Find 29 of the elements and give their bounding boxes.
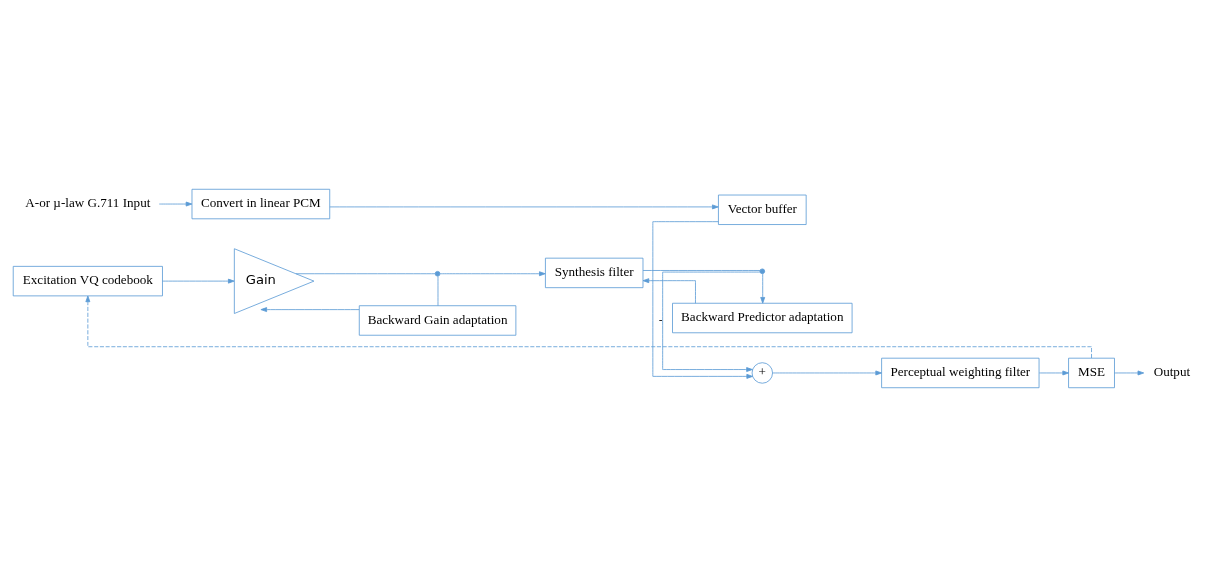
arrow bbox=[329, 204, 719, 209]
connector bbox=[295, 272, 436, 274]
node-dot bbox=[434, 270, 441, 276]
node-box: Perceptual weighting filter bbox=[881, 357, 1040, 388]
arrow bbox=[662, 271, 761, 372]
connector bbox=[437, 275, 439, 306]
node-box: Synthesis filter bbox=[545, 257, 644, 288]
arrow bbox=[158, 201, 193, 206]
node-text: A-or µ-law G.711 Input bbox=[25, 194, 151, 210]
node-circle: + bbox=[751, 361, 773, 384]
arrow bbox=[760, 272, 766, 304]
connector bbox=[642, 269, 761, 271]
arrow bbox=[162, 278, 235, 284]
arrow bbox=[439, 270, 546, 276]
node-box: Excitation VQ codebook bbox=[12, 265, 163, 296]
arrow bbox=[642, 277, 696, 304]
node-dot bbox=[759, 268, 766, 274]
arrow bbox=[1114, 370, 1145, 375]
node-box: Backward Predictor adaptation bbox=[672, 302, 853, 333]
node-box: MSE bbox=[1068, 357, 1115, 388]
arrow bbox=[652, 220, 753, 379]
node-box: Vector buffer bbox=[718, 194, 807, 225]
arrow bbox=[772, 370, 882, 375]
arrow bbox=[260, 306, 360, 312]
node-box: Convert in linear PCM bbox=[191, 188, 331, 219]
edge-label: - bbox=[658, 312, 663, 325]
arrow bbox=[1038, 370, 1069, 375]
node-box: Backward Gain adaptation bbox=[358, 304, 517, 336]
node-text: Output bbox=[1153, 363, 1191, 379]
